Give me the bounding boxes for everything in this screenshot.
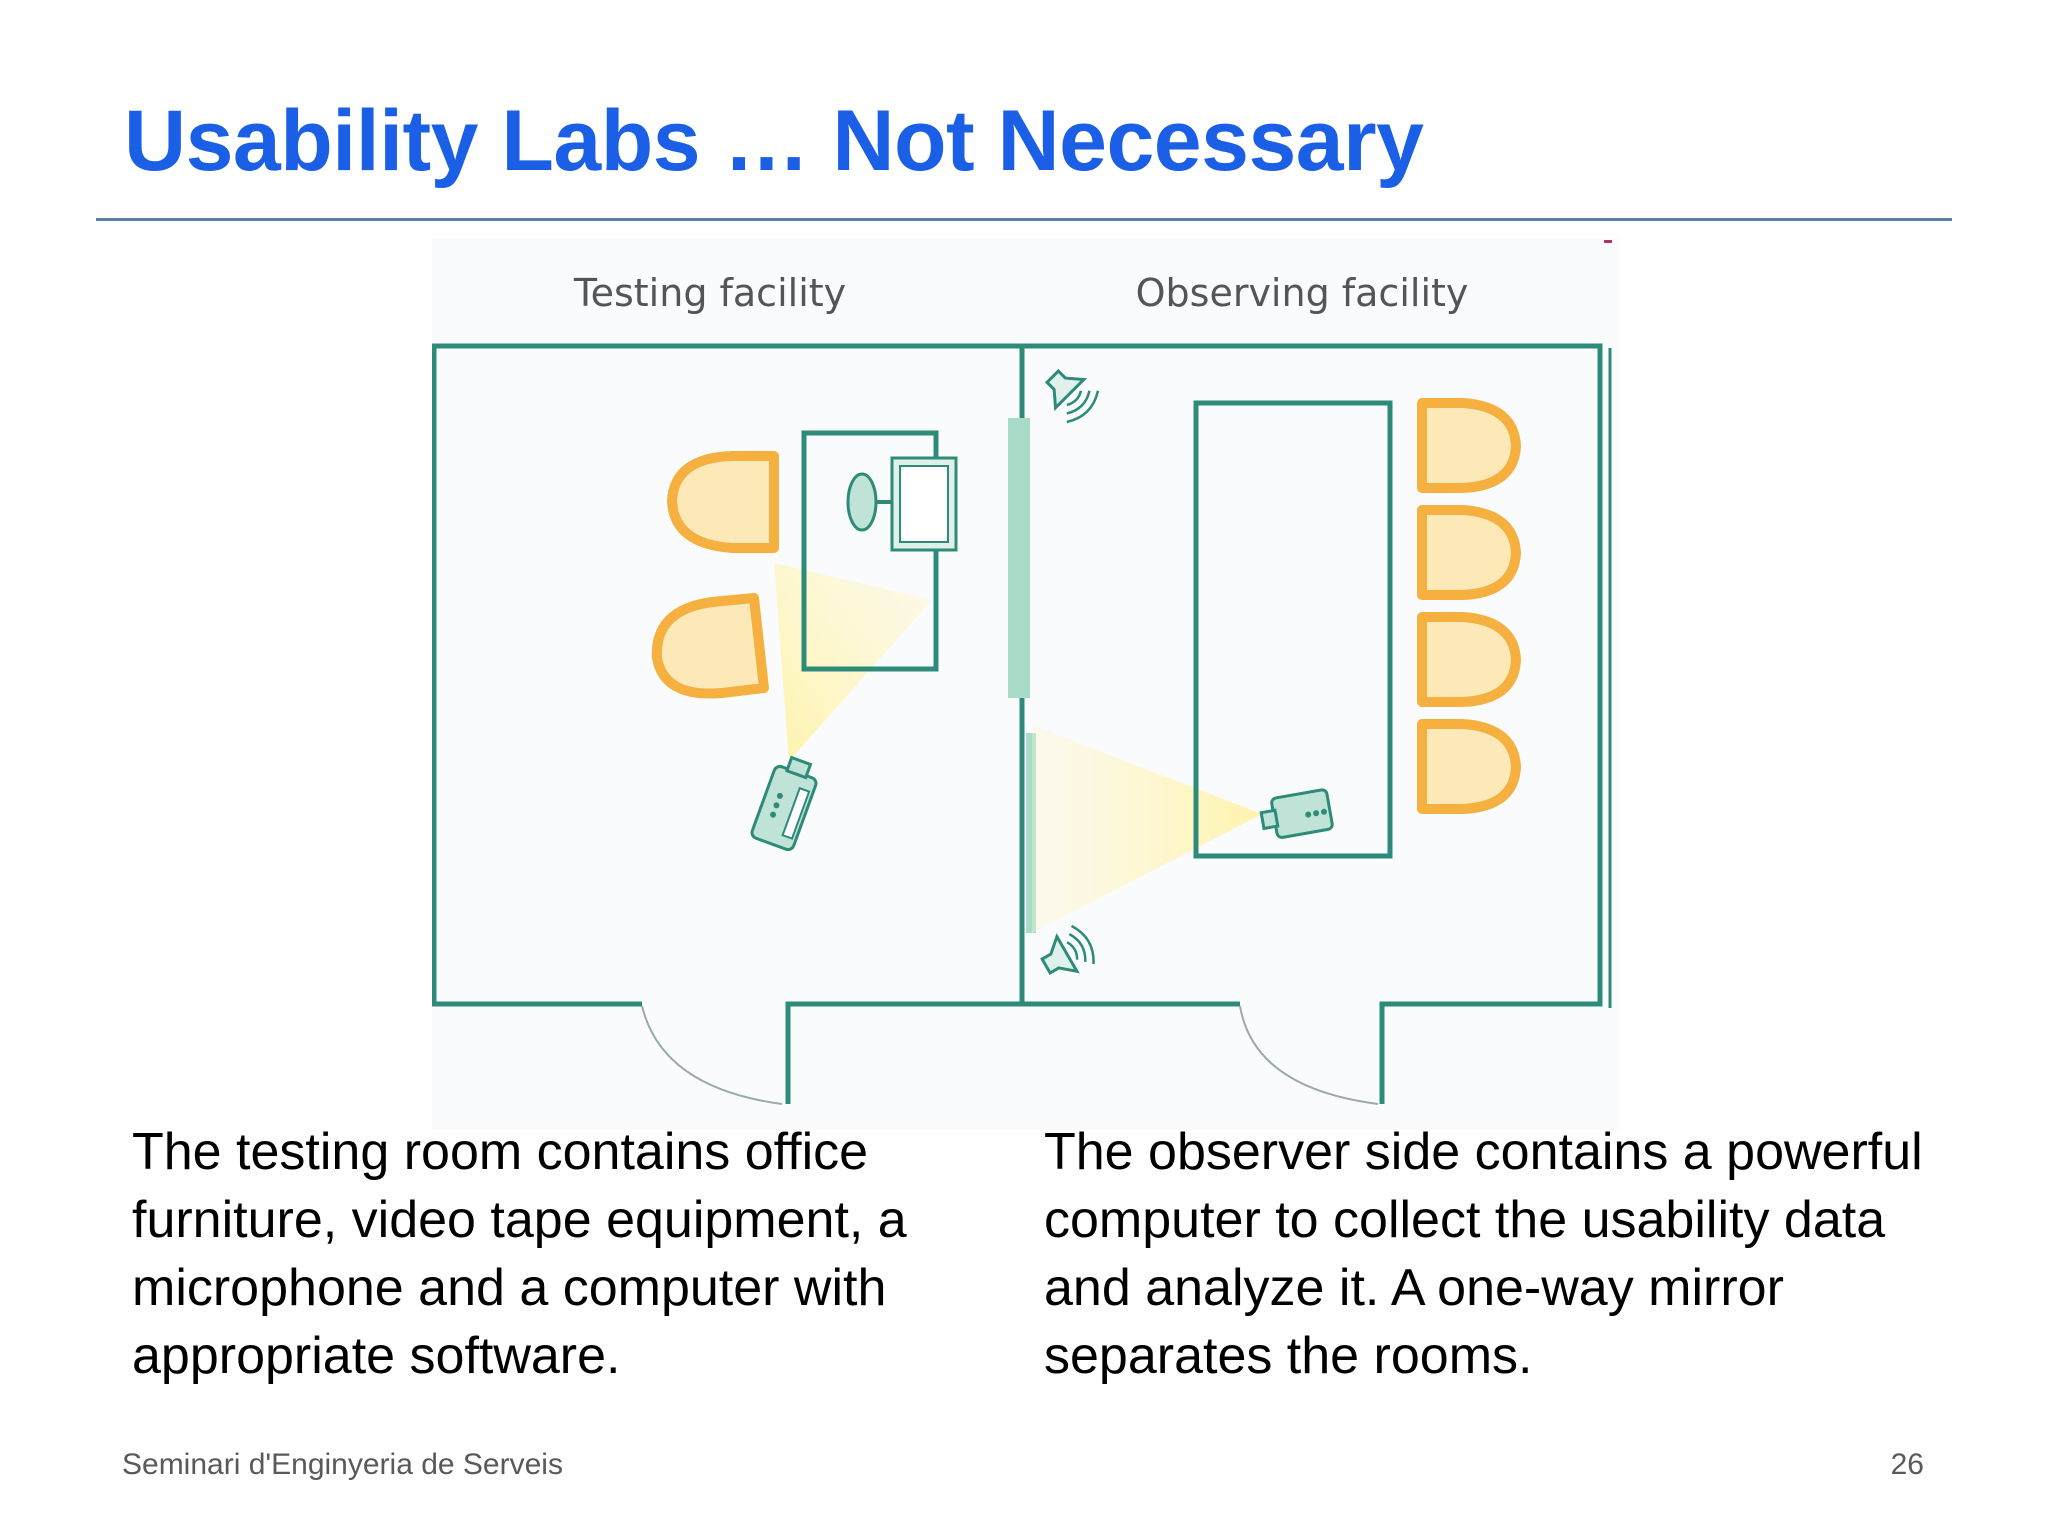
testing-room-door (641, 1005, 783, 1105)
computer-monitor-icon (846, 456, 958, 552)
testing-facility-label: Testing facility (573, 271, 846, 315)
observing-room-wall-right (1022, 343, 1603, 1104)
observing-desk (1193, 400, 1393, 859)
observer-chair-1 (1417, 398, 1521, 493)
observer-chair-4 (1417, 719, 1521, 814)
lab-floor-plan: Testing facility Observing facility (432, 238, 1618, 1130)
observer-chair-2 (1417, 505, 1521, 600)
title-divider (96, 218, 1952, 221)
testing-chair-1 (667, 451, 779, 553)
testing-chair-2 (651, 593, 769, 699)
observing-room-door (1239, 1005, 1379, 1105)
one-way-mirror-lower (1026, 733, 1036, 933)
footer-course-name: Seminari d'Enginyeria de Serveis (122, 1448, 563, 1481)
microphone-icon-bottom (1040, 924, 1095, 975)
observer-chairs (1417, 398, 1521, 814)
one-way-mirror-upper (1008, 418, 1030, 698)
speaker-icon-top (1044, 368, 1100, 424)
page-number: 26 (1890, 1448, 1924, 1481)
observing-video-camera-icon (1259, 788, 1334, 839)
room-walls (432, 343, 1612, 1104)
video-camera-icon (750, 755, 818, 852)
corner-mark (1604, 240, 1612, 243)
observing-facility-label: Observing facility (1136, 271, 1469, 315)
observing-camera-view-cone (1032, 725, 1262, 933)
observer-chair-3 (1417, 612, 1521, 707)
observer-side-caption: The observer side contains a powerful co… (1044, 1123, 1923, 1385)
testing-camera-view-cone (774, 563, 932, 761)
slide-title: Usability Labs … Not Necessary (124, 93, 1424, 189)
testing-room-caption: The testing room contains office furnitu… (132, 1123, 907, 1385)
